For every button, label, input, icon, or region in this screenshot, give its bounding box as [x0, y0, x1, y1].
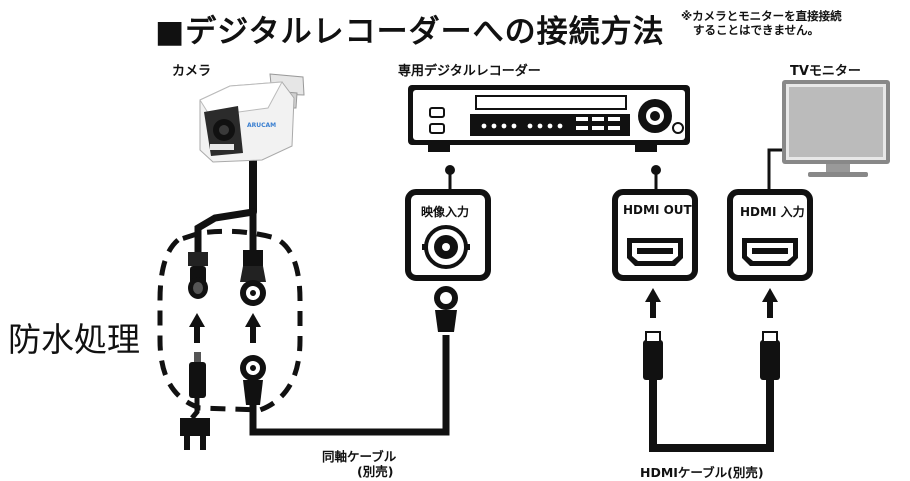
bnc-male-recorder [434, 286, 458, 332]
port-video-in [405, 189, 491, 281]
port-label-hdmi-out: HDMI OUT [623, 203, 692, 217]
digital-recorder [408, 85, 690, 152]
camera: ARUCAM [199, 73, 305, 163]
camera-cable [194, 151, 257, 256]
tv-monitor [782, 80, 890, 177]
bnc-male-cable [240, 355, 266, 405]
port-label-video-in: 映像入力 [421, 205, 470, 219]
dc-plug-female [188, 252, 208, 299]
camera-brand: ARUCAM [247, 122, 276, 129]
recorder-label: 専用デジタルレコーダー [398, 64, 541, 79]
warning-note-line: ※カメラとモニターを直接接続 [681, 9, 842, 23]
hdmi-cable [643, 331, 780, 452]
dc-plug-male [180, 352, 210, 450]
port-hdmi-out [612, 189, 698, 281]
port-label-hdmi-in: HDMI 入力 [740, 205, 805, 219]
waterproof-outline [157, 228, 303, 413]
coax-cable-label: 同軸ケーブル [322, 449, 397, 464]
warning-note-line: することはできません。 [693, 23, 820, 37]
camera-label: カメラ [172, 64, 212, 79]
hdmi-cable-label: HDMIケーブル(別売) [640, 465, 764, 480]
arrow-up-icon [189, 288, 778, 343]
coax-cable [249, 335, 450, 436]
coax-cable-note: (別売) [357, 464, 394, 479]
bnc-female-camera [240, 250, 266, 306]
page-title: ■デジタルレコーダーへの接続方法 [155, 14, 665, 50]
waterproof-label: 防水処理 [8, 320, 140, 359]
port-leaders [448, 148, 800, 195]
warning-note: ※カメラとモニターを直接接続 することはできません。 [681, 9, 842, 37]
monitor-label: TVモニター [790, 64, 861, 79]
port-hdmi-in [727, 189, 813, 281]
